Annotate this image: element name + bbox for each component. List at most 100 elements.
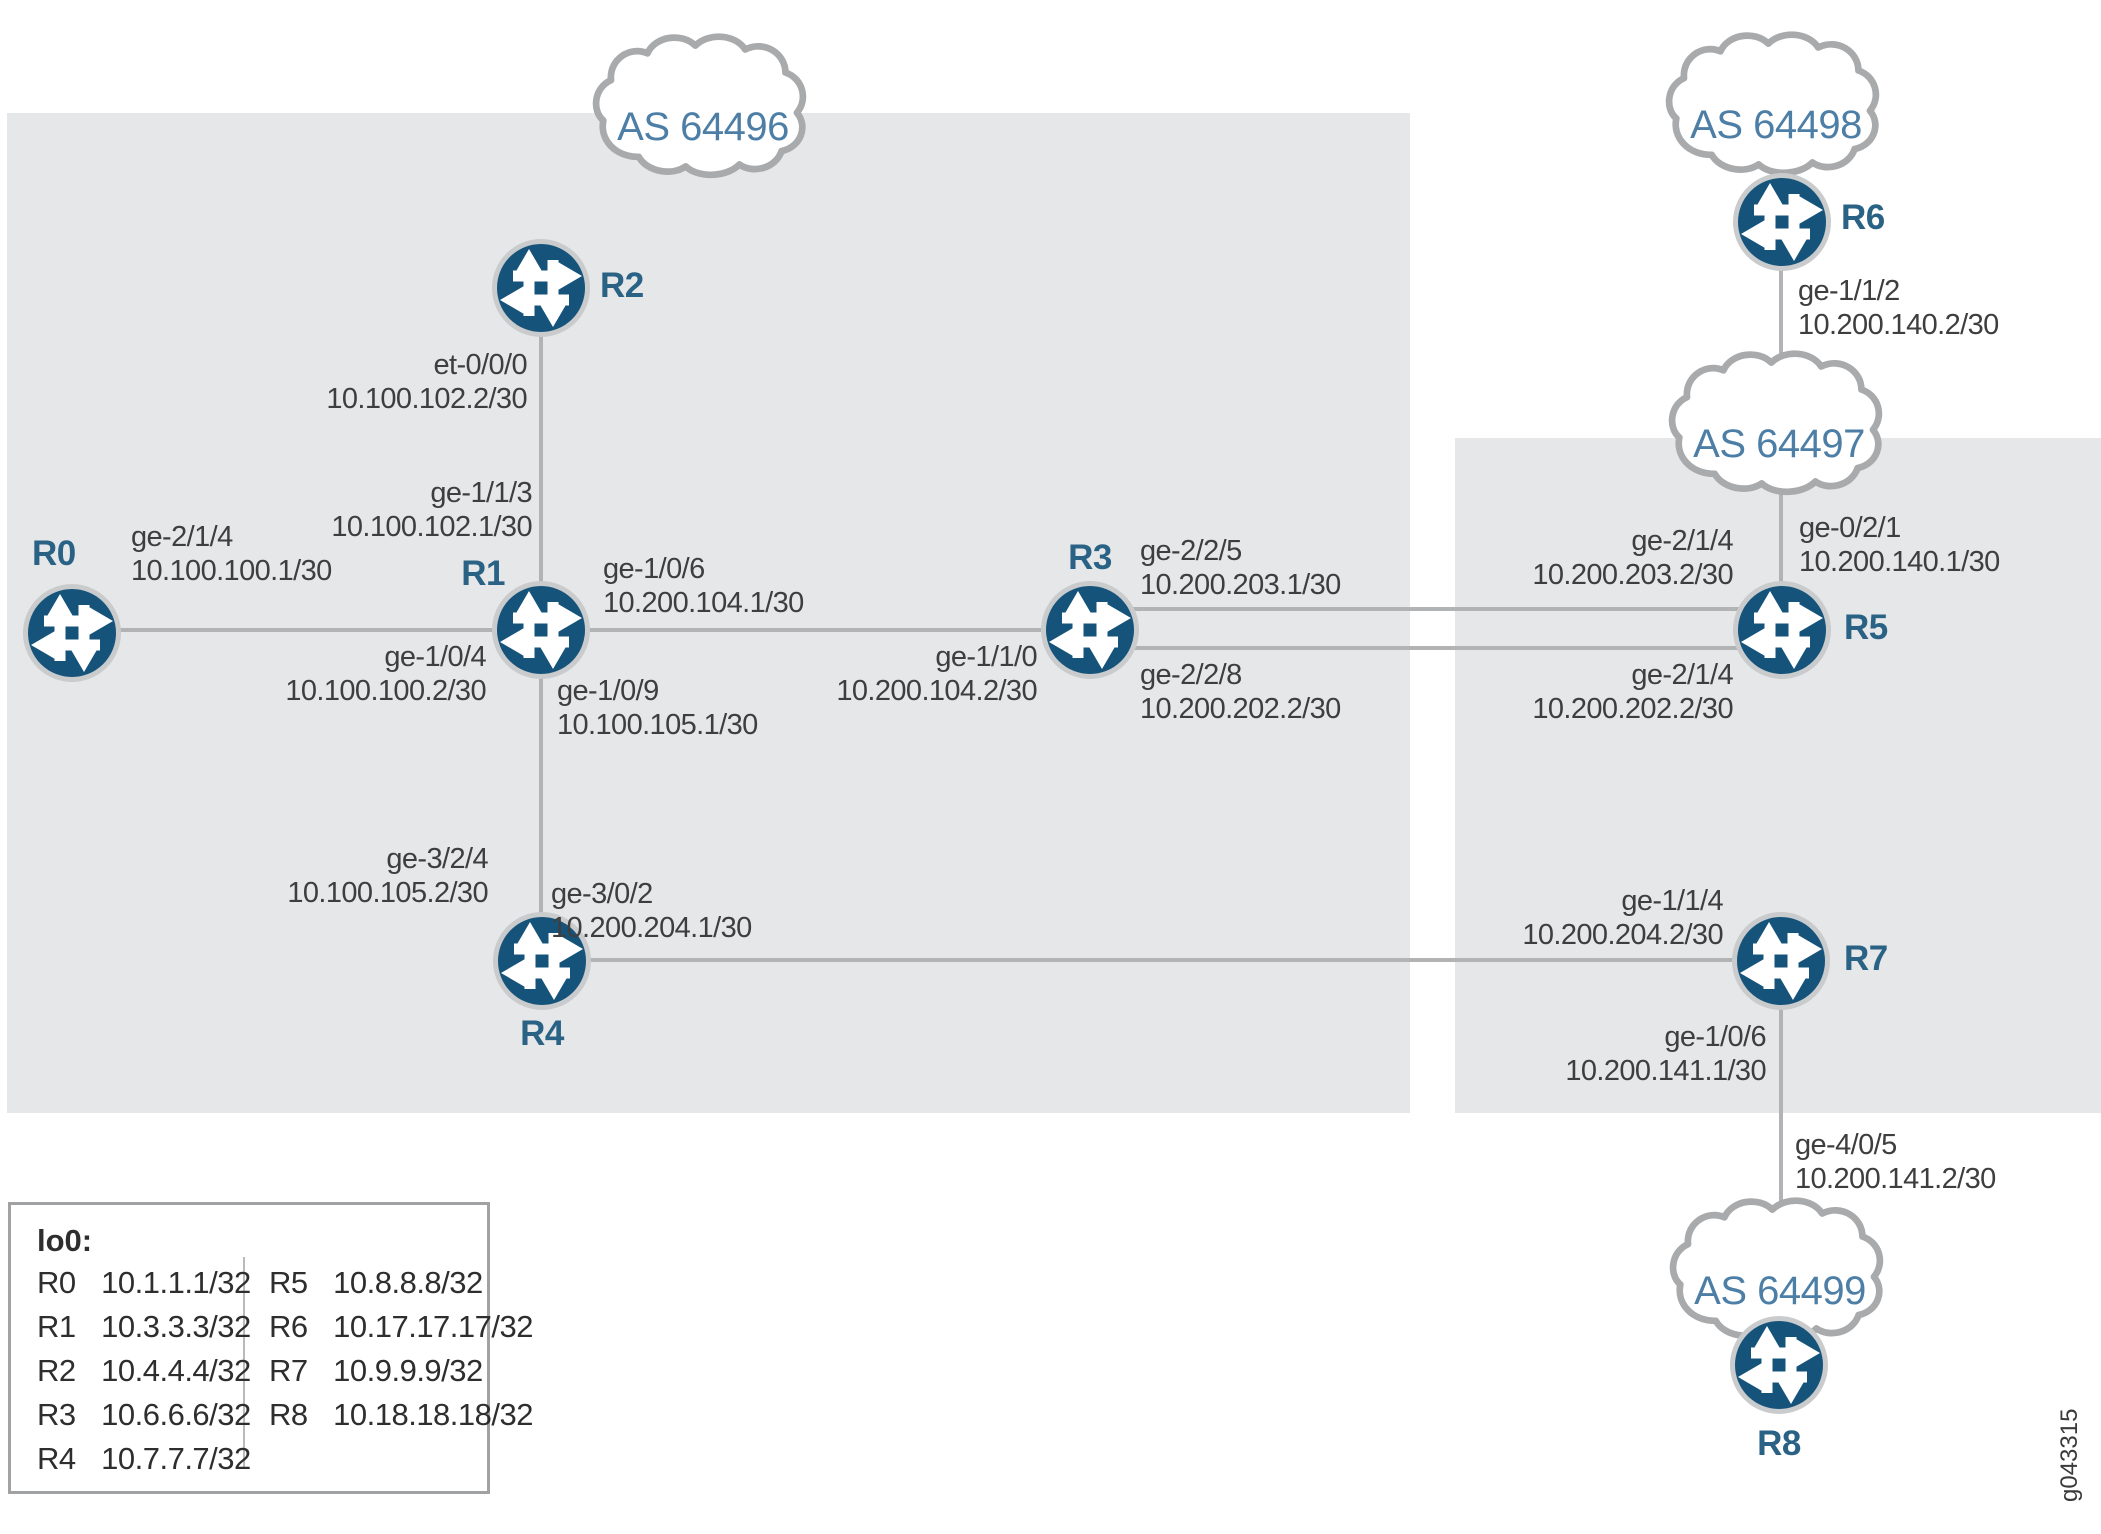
router-r5 <box>1732 580 1832 680</box>
legend-entry: R4 10.7.7.7/32 <box>37 1437 251 1481</box>
legend-left-column: R0 10.1.1.1/32 R1 10.3.3.3/32 R2 10.4.4.… <box>37 1261 251 1481</box>
iface-label-r4-ge324: ge-3/2/4 10.100.105.2/30 <box>168 842 488 910</box>
link-r3-r5-upper <box>1090 607 1782 611</box>
legend-router: R7 <box>269 1353 308 1388</box>
interface-ip: 10.100.102.2/30 <box>326 383 527 415</box>
legend-router: R1 <box>37 1309 76 1344</box>
interface-ip: 10.100.100.1/30 <box>131 555 332 587</box>
iface-label-r7-ge405: ge-4/0/5 10.200.141.2/30 <box>1795 1128 2101 1196</box>
router-r7-label: R7 <box>1844 939 1888 978</box>
iface-label-r7-ge106: ge-1/0/6 10.200.141.1/30 <box>1446 1020 1766 1088</box>
interface-name: ge-2/2/8 <box>1140 659 1242 691</box>
interface-name: ge-1/1/3 <box>430 477 532 509</box>
link-r1-r3 <box>541 628 1091 632</box>
as64496-cloud: AS 64496 <box>588 27 818 187</box>
router-icon <box>1731 911 1831 1011</box>
legend-router: R4 <box>37 1441 76 1476</box>
as64497-label: AS 64497 <box>1693 422 1865 466</box>
router-r7 <box>1731 911 1831 1011</box>
legend-entry: R7 10.9.9.9/32 <box>269 1349 533 1393</box>
router-r2 <box>491 238 591 338</box>
interface-name: ge-1/0/4 <box>384 641 486 673</box>
legend-entry: R2 10.4.4.4/32 <box>37 1349 251 1393</box>
iface-label-r0-ge214: ge-2/1/4 10.100.100.1/30 <box>131 520 451 588</box>
as64496-label: AS 64496 <box>617 105 789 149</box>
legend-entry: R5 10.8.8.8/32 <box>269 1261 533 1305</box>
interface-name: ge-1/1/2 <box>1798 275 1900 307</box>
as64498-label: AS 64498 <box>1690 103 1862 147</box>
legend-router: R6 <box>269 1309 308 1344</box>
router-icon <box>1732 172 1832 272</box>
legend-entry: R1 10.3.3.3/32 <box>37 1305 251 1349</box>
interface-name: ge-3/0/2 <box>551 878 653 910</box>
legend-entry: R6 10.17.17.17/32 <box>269 1305 533 1349</box>
interface-ip: 10.200.140.2/30 <box>1798 309 1999 341</box>
interface-ip: 10.100.105.1/30 <box>557 709 758 741</box>
legend-router: R0 <box>37 1265 76 1300</box>
router-r5-label: R5 <box>1844 608 1888 647</box>
iface-label-r5-ge021: ge-0/2/1 10.200.140.1/30 <box>1799 511 2101 579</box>
as64499-cloud: AS 64499 <box>1665 1191 1895 1351</box>
iface-label-r5-ge214-upper: ge-2/1/4 10.200.203.2/30 <box>1413 524 1733 592</box>
iface-label-r1-ge106: ge-1/0/6 10.200.104.1/30 <box>603 552 923 620</box>
legend-title: lo0: <box>37 1223 93 1258</box>
interface-ip: 10.200.140.1/30 <box>1799 546 2000 578</box>
figure-id-text: g043315 <box>2056 1408 2083 1502</box>
interface-ip: 10.200.141.2/30 <box>1795 1163 1996 1195</box>
interface-ip: 10.200.202.2/30 <box>1532 693 1733 725</box>
iface-label-r2-et000: et-0/0/0 10.100.102.2/30 <box>207 348 527 416</box>
link-r3-r5-lower <box>1090 646 1782 650</box>
interface-ip: 10.100.102.1/30 <box>331 511 532 543</box>
interface-name: ge-1/0/6 <box>1664 1021 1766 1053</box>
legend-ip: 10.4.4.4/32 <box>101 1353 251 1388</box>
link-r7-as64499 <box>1779 961 1783 1211</box>
legend-router: R2 <box>37 1353 76 1388</box>
legend-column-divider <box>243 1257 245 1469</box>
legend-ip: 10.8.8.8/32 <box>333 1265 483 1300</box>
router-r3 <box>1040 580 1140 680</box>
legend-ip: 10.17.17.17/32 <box>333 1309 533 1344</box>
router-r6 <box>1732 172 1832 272</box>
iface-label-r3-ge110: ge-1/1/0 10.200.104.2/30 <box>717 640 1037 708</box>
router-r1 <box>491 580 591 680</box>
link-r4-r7 <box>542 958 1782 962</box>
interface-ip: 10.100.100.2/30 <box>285 675 486 707</box>
as64499-label: AS 64499 <box>1694 1269 1866 1313</box>
router-icon <box>1729 1315 1829 1415</box>
legend-router: R5 <box>269 1265 308 1300</box>
router-icon <box>491 238 591 338</box>
router-r4-label: R4 <box>520 1014 564 1053</box>
interface-name: ge-1/0/6 <box>603 553 705 585</box>
legend-right-column: R5 10.8.8.8/32 R6 10.17.17.17/32 R7 10.9… <box>269 1261 533 1437</box>
interface-name: ge-3/2/4 <box>386 843 488 875</box>
router-r8 <box>1729 1315 1829 1415</box>
router-r0-label: R0 <box>32 534 76 573</box>
router-r1-label: R1 <box>461 554 505 593</box>
interface-name: ge-2/1/4 <box>131 521 233 553</box>
interface-ip: 10.200.204.1/30 <box>551 912 752 944</box>
interface-name: ge-2/1/4 <box>1631 659 1733 691</box>
router-r2-label: R2 <box>600 266 644 305</box>
interface-ip: 10.200.203.2/30 <box>1532 559 1733 591</box>
interface-name: ge-2/2/5 <box>1140 535 1242 567</box>
legend-ip: 10.1.1.1/32 <box>101 1265 251 1300</box>
legend-ip: 10.9.9.9/32 <box>333 1353 483 1388</box>
interface-ip: 10.200.204.2/30 <box>1522 919 1723 951</box>
iface-label-r1-ge104: ge-1/0/4 10.100.100.2/30 <box>166 640 486 708</box>
iface-label-r3-ge225: ge-2/2/5 10.200.203.1/30 <box>1140 534 1460 602</box>
interface-name: et-0/0/0 <box>433 349 527 381</box>
interface-ip: 10.200.104.1/30 <box>603 587 804 619</box>
interface-name: ge-1/0/9 <box>557 675 659 707</box>
router-icon <box>22 583 122 683</box>
router-icon <box>491 580 591 680</box>
legend-ip: 10.6.6.6/32 <box>101 1397 251 1432</box>
interface-name: ge-2/1/4 <box>1631 525 1733 557</box>
interface-name: ge-1/1/4 <box>1621 885 1723 917</box>
legend-entry: R0 10.1.1.1/32 <box>37 1261 251 1305</box>
link-r0-r1 <box>72 628 542 632</box>
legend-router: R3 <box>37 1397 76 1432</box>
loopback-legend-box: lo0: R0 10.1.1.1/32 R1 10.3.3.3/32 R2 10… <box>8 1202 533 1494</box>
router-icon <box>1040 580 1140 680</box>
iface-label-r5-ge214-lower: ge-2/1/4 10.200.202.2/30 <box>1413 658 1733 726</box>
